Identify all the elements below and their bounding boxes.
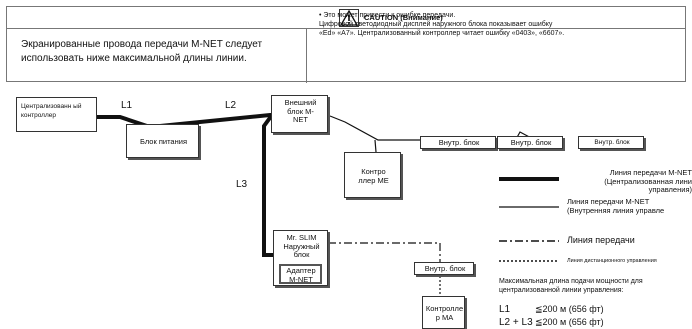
l3-line [262, 113, 279, 257]
indoor-unit-3: Внутр. блок [578, 136, 644, 149]
l1-length-label: L1 [499, 304, 511, 315]
l2l3-length-value: ≦200 м (656 фт) [535, 317, 604, 327]
caution-right-line: «Ed» «A7». Централизованный контроллер ч… [319, 30, 565, 37]
legend-central-text: Линия передачи M-NET (Централизованная л… [604, 168, 692, 194]
indoor-unit-lower: Внутр. блок [414, 262, 474, 275]
mnet-adapter-box: Адаптер M-NET [279, 264, 322, 284]
l2l3-length-label: L2 + L3 [499, 317, 533, 328]
caution-right-text: • Это может привести к ошибке передачи. … [319, 11, 689, 38]
legend-transmission-text: Линия передачи [567, 235, 635, 245]
power-block-label: Блок питания [140, 137, 187, 146]
me-controller-line [374, 139, 377, 153]
l2-label: L2 [225, 100, 237, 111]
caution-header: CAUTION (Внимание) [7, 7, 685, 29]
slim-outdoor-box: Mr. SLIM Наружный блок Адаптер M-NET [273, 230, 328, 286]
max-length-heading: Максимальная длина подачи мощности для ц… [499, 278, 643, 294]
indoor-unit-1: Внутр. блок [420, 136, 496, 149]
caution-left-cell: Экранированные провода передачи M-NET сл… [7, 29, 307, 83]
central-controller-box: Централизованн ый контроллер [16, 97, 97, 132]
caution-right-line: Цифровой светодиодный дисплей наружного … [319, 21, 553, 28]
l3-label: L3 [236, 179, 248, 190]
central-controller-label: Централизованн ый контроллер [21, 103, 82, 119]
legend-remote-text: Линия дистанционного управления [567, 258, 657, 264]
slim-outdoor-label: Mr. SLIM Наружный блок [283, 233, 320, 259]
outdoor-unit-label: Внешний блок M- NET [284, 98, 317, 124]
legend-indoor-text: Линия передачи M-NET (Внутренняя линия у… [567, 197, 665, 215]
caution-left-text: Экранированные провода передачи M-NET сл… [21, 39, 263, 64]
caution-table: CAUTION (Внимание) Экранированные провод… [6, 6, 689, 83]
ma-controller-box: Контролле р MA [422, 296, 465, 329]
caution-right-line: • Это может привести к ошибке передачи. [319, 12, 456, 19]
indoor-line-a [329, 115, 420, 141]
l1-label: L1 [121, 100, 133, 111]
l1-length-value: ≦200 м (656 фт) [535, 304, 604, 314]
power-block-box: Блок питания [126, 124, 199, 158]
outdoor-unit-box: Внешний блок M- NET [271, 95, 328, 133]
indoor-unit-2: Внутр. блок [497, 136, 563, 149]
me-controller-box: Контро ллер ME [344, 152, 401, 198]
caution-title: CAUTION (Внимание) [364, 13, 443, 22]
warning-icon [339, 9, 359, 27]
